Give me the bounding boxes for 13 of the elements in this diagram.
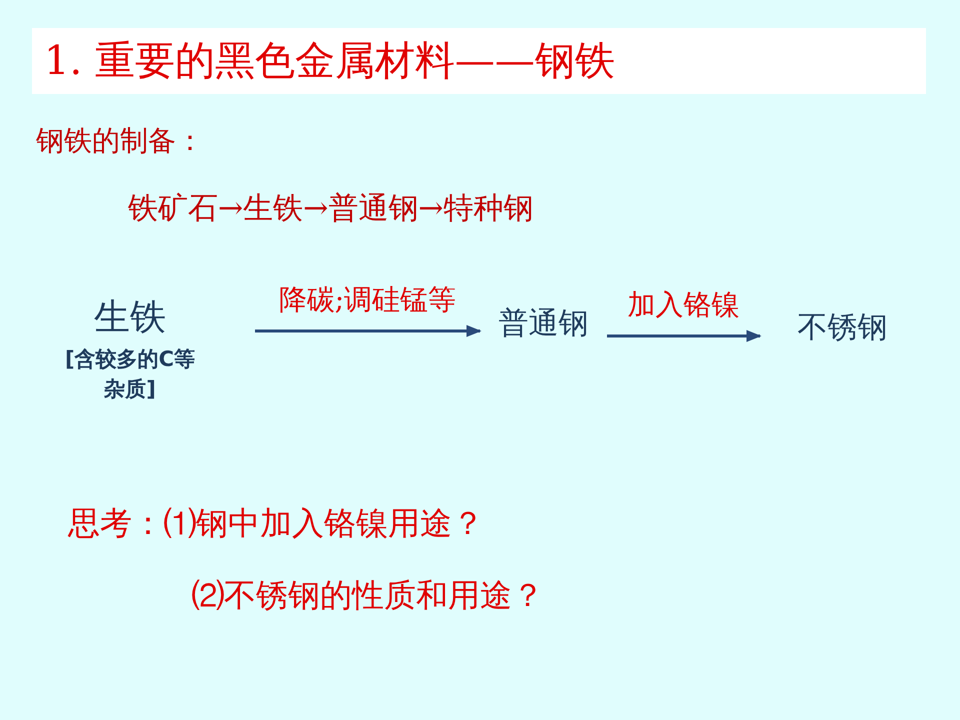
note-text: 铁矿石→生铁→普通钢→特种钢	[128, 190, 534, 228]
edge-label: 降碳;调硅锰等	[278, 282, 456, 318]
note-text: 钢铁的制备：	[36, 123, 204, 159]
arrow	[607, 330, 762, 342]
question-text: 思考：⑴钢中加入铬镍用途？	[68, 503, 484, 544]
material-note: [含较多的C等杂质]	[64, 346, 196, 403]
material-name: 普通钢	[498, 306, 590, 342]
material-name: 不锈钢	[796, 310, 888, 346]
slide-title: 1. 重要的黑色金属材料——钢铁	[32, 28, 926, 94]
edge-label: 加入铬镍	[628, 287, 740, 323]
material-name: 生铁	[93, 296, 167, 340]
question-text: ⑵不锈钢的性质和用途？	[192, 575, 544, 616]
arrow	[255, 325, 482, 337]
